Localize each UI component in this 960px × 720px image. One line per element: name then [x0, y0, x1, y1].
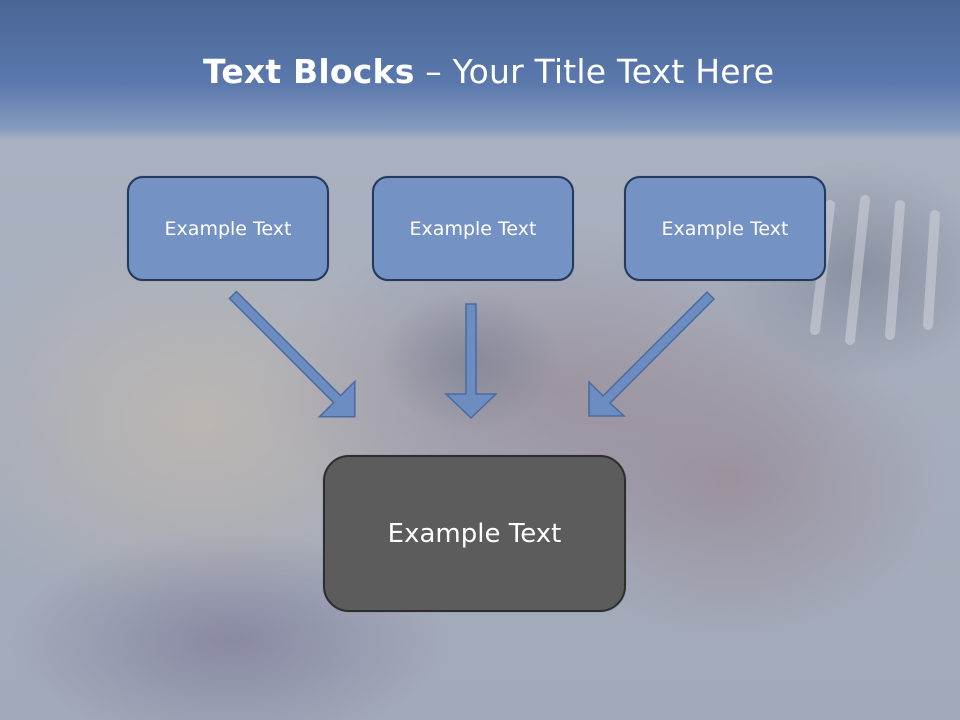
title-bold-part: Text Blocks: [203, 52, 415, 91]
slide-title: Text Blocks – Your Title Text Here: [203, 52, 774, 91]
title-rest-part: Your Title Text Here: [452, 52, 775, 91]
text-block-right[interactable]: Example Text: [624, 176, 826, 281]
arrow-right-down-left: [588, 290, 716, 417]
arrow-left-down-right: [228, 290, 356, 418]
title-dash: –: [414, 52, 453, 91]
title-banner: [0, 0, 960, 140]
text-block-result-label: Example Text: [387, 518, 562, 549]
text-block-left[interactable]: Example Text: [127, 176, 329, 281]
text-block-result[interactable]: Example Text: [323, 455, 626, 612]
text-block-left-label: Example Text: [164, 217, 292, 240]
text-block-center[interactable]: Example Text: [372, 176, 574, 281]
text-block-right-label: Example Text: [661, 217, 789, 240]
text-block-center-label: Example Text: [409, 217, 537, 240]
arrow-center-down: [444, 303, 498, 420]
